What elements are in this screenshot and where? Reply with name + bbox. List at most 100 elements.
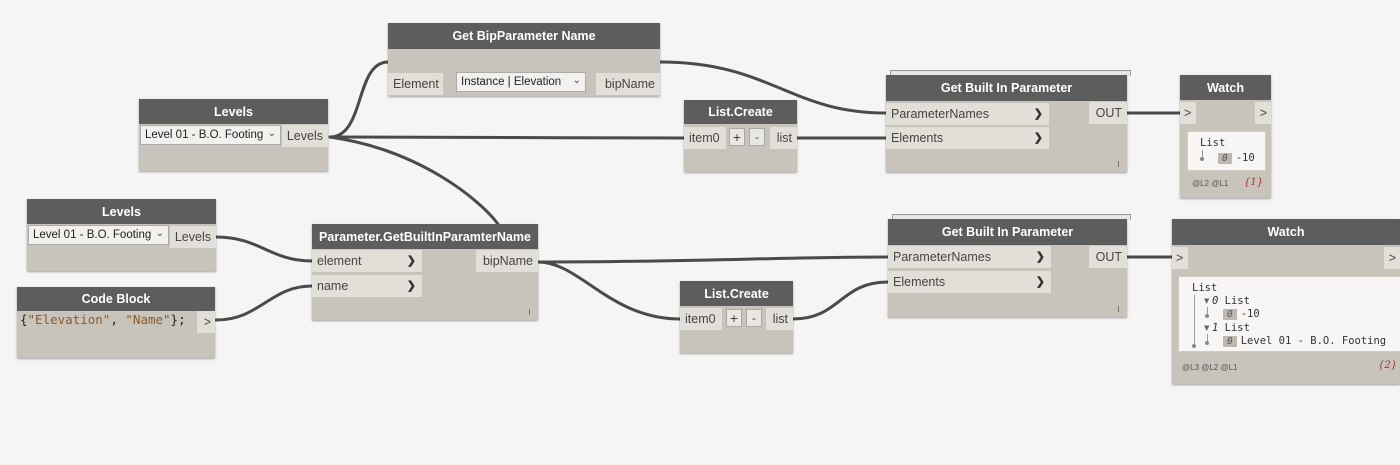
port-label: > (1259, 106, 1267, 120)
input-port-element[interactable]: element ❯ (312, 250, 422, 272)
expand-arrow-icon[interactable]: ▼ (1204, 324, 1210, 332)
node-get-bipparameter-name[interactable]: Get BipParameter Name Element Instance |… (388, 23, 660, 96)
output-port-list[interactable]: list (770, 127, 797, 149)
input-port-parameternames[interactable]: ParameterNames❯ (886, 103, 1049, 125)
wire-bipname-to-listcreate-bottom (536, 260, 682, 321)
input-port-name[interactable]: name❯ (312, 275, 422, 297)
chevron-down-icon: ⌄ (572, 75, 581, 86)
dropdown-value: Level 01 - B.O. Footing (33, 229, 152, 241)
port-label: OUT (1095, 250, 1122, 264)
wire-levels-to-bip-element (328, 60, 390, 139)
item-count: {1} (1244, 177, 1264, 188)
code-editor[interactable]: {"Elevation", "Name"}; (20, 312, 186, 327)
sublist-index: 0 (1212, 295, 1219, 307)
minus-icon: - (752, 311, 756, 325)
list-label: List (1200, 137, 1226, 149)
sublist-label: List (1224, 295, 1250, 307)
port-label: Elements (893, 275, 946, 289)
list-levels: @L2 @L1 (1192, 179, 1229, 188)
port-label: list (772, 312, 788, 326)
code-string: "Name" (125, 312, 171, 327)
chevron-right-icon: ❯ (1035, 251, 1045, 263)
port-label: > (203, 315, 211, 329)
resize-handle[interactable] (1118, 161, 1119, 167)
chevron-down-icon: ⌄ (155, 228, 164, 239)
port-label: bipName (604, 77, 655, 91)
resize-handle[interactable] (529, 309, 530, 315)
watch-output-port[interactable]: > (1384, 247, 1400, 269)
port-label: ParameterNames (891, 107, 989, 121)
remove-input-button[interactable]: - (746, 309, 762, 327)
input-port-elements[interactable]: Elements❯ (888, 271, 1051, 293)
port-label: item0 (685, 312, 716, 326)
parameter-dropdown[interactable]: Instance | Elevation ⌄ (456, 72, 586, 92)
node-get-built-in-parameter-top[interactable]: Get Built In Parameter ParameterNames❯ E… (886, 70, 1131, 172)
port-label: bipName (482, 254, 533, 268)
expand-arrow-icon[interactable]: ▼ (1204, 297, 1210, 305)
output-port-bipname[interactable]: bipName (596, 73, 660, 95)
resize-handle[interactable] (1118, 306, 1119, 312)
add-input-button[interactable]: + (729, 128, 745, 146)
output-port-out[interactable]: OUT (1089, 246, 1127, 268)
output-port-list[interactable]: list (766, 308, 793, 330)
node-title: Levels (27, 199, 216, 224)
output-port[interactable]: > (197, 311, 215, 333)
input-port-item0[interactable]: item0 (684, 127, 726, 149)
tree-line (1207, 307, 1208, 315)
minus-icon: - (755, 130, 759, 144)
code-brace: { (20, 312, 28, 327)
port-label: list (776, 131, 792, 145)
code-brace: }; (170, 312, 186, 327)
node-title: List.Create (684, 100, 797, 124)
chevron-right-icon: ❯ (406, 255, 416, 267)
wire-levels-to-param-element (328, 135, 500, 226)
output-port-out[interactable]: OUT (1089, 102, 1127, 124)
watch-input-port[interactable]: > (1180, 102, 1196, 124)
port-label: Element (393, 77, 439, 91)
node-levels-top[interactable]: Levels Level 01 - B.O. Footing ⌄ Levels (139, 99, 328, 171)
node-levels-bottom[interactable]: Levels Level 01 - B.O. Footing ⌄ Levels (27, 199, 216, 271)
port-label: ParameterNames (893, 250, 991, 264)
port-label: element (317, 254, 362, 268)
plus-icon: + (729, 311, 739, 325)
node-get-built-in-parameter-bottom[interactable]: Get Built In Parameter ParameterNames ❯ E… (888, 214, 1131, 317)
chevron-right-icon: ❯ (406, 280, 416, 292)
node-title: Get Built In Parameter (888, 219, 1127, 245)
node-title: Get Built In Parameter (886, 75, 1127, 101)
port-label: > (1184, 106, 1192, 120)
watch-output-port[interactable]: > (1255, 102, 1271, 124)
node-code-block[interactable]: Code Block {"Elevation", "Name"}; > (17, 287, 215, 358)
tree-line (1202, 150, 1203, 158)
input-port-elements[interactable]: Elements❯ (886, 127, 1049, 149)
watch-input-port[interactable]: > (1172, 247, 1188, 269)
node-watch-top[interactable]: Watch > > List 0-10 @L2 @L1 {1} (1180, 75, 1271, 198)
output-port-levels[interactable]: Levels (282, 125, 328, 147)
wire-code-to-name (214, 284, 314, 322)
tree-dot (1200, 157, 1204, 161)
item-value: -10 (1235, 152, 1255, 164)
input-port-element[interactable]: Element (388, 73, 443, 95)
sublist-header: 0 List (1212, 295, 1250, 307)
item-index: 0 (1223, 336, 1237, 347)
level-dropdown[interactable]: Level 01 - B.O. Footing ⌄ (140, 125, 281, 145)
node-list-create-bottom[interactable]: List.Create item0 + - list (680, 281, 793, 353)
watch-preview: List 0-10 (1187, 131, 1266, 171)
remove-input-button[interactable]: - (749, 128, 765, 146)
input-port-item0[interactable]: item0 (680, 308, 722, 330)
node-list-create-top[interactable]: List.Create item0 + - list (684, 100, 797, 172)
sublist-header: 1 List (1212, 322, 1250, 334)
wire-levels2-to-element (214, 235, 314, 263)
node-parameter-getbuiltinparamtername[interactable]: Parameter.GetBuiltInParamterName element… (312, 224, 538, 320)
level-dropdown[interactable]: Level 01 - B.O. Footing ⌄ (28, 225, 169, 245)
item-value: Level 01 - B.O. Footing (1240, 335, 1387, 347)
input-port-parameternames[interactable]: ParameterNames ❯ (888, 246, 1051, 268)
node-title: Code Block (17, 287, 215, 311)
add-input-button[interactable]: + (726, 309, 742, 327)
wire-levels-to-listcreate-top (328, 135, 686, 140)
output-port-bipname[interactable]: bipName (476, 250, 538, 272)
node-title: Watch (1172, 219, 1400, 245)
output-port-levels[interactable]: Levels (170, 226, 216, 248)
code-string: "Elevation" (27, 312, 111, 327)
